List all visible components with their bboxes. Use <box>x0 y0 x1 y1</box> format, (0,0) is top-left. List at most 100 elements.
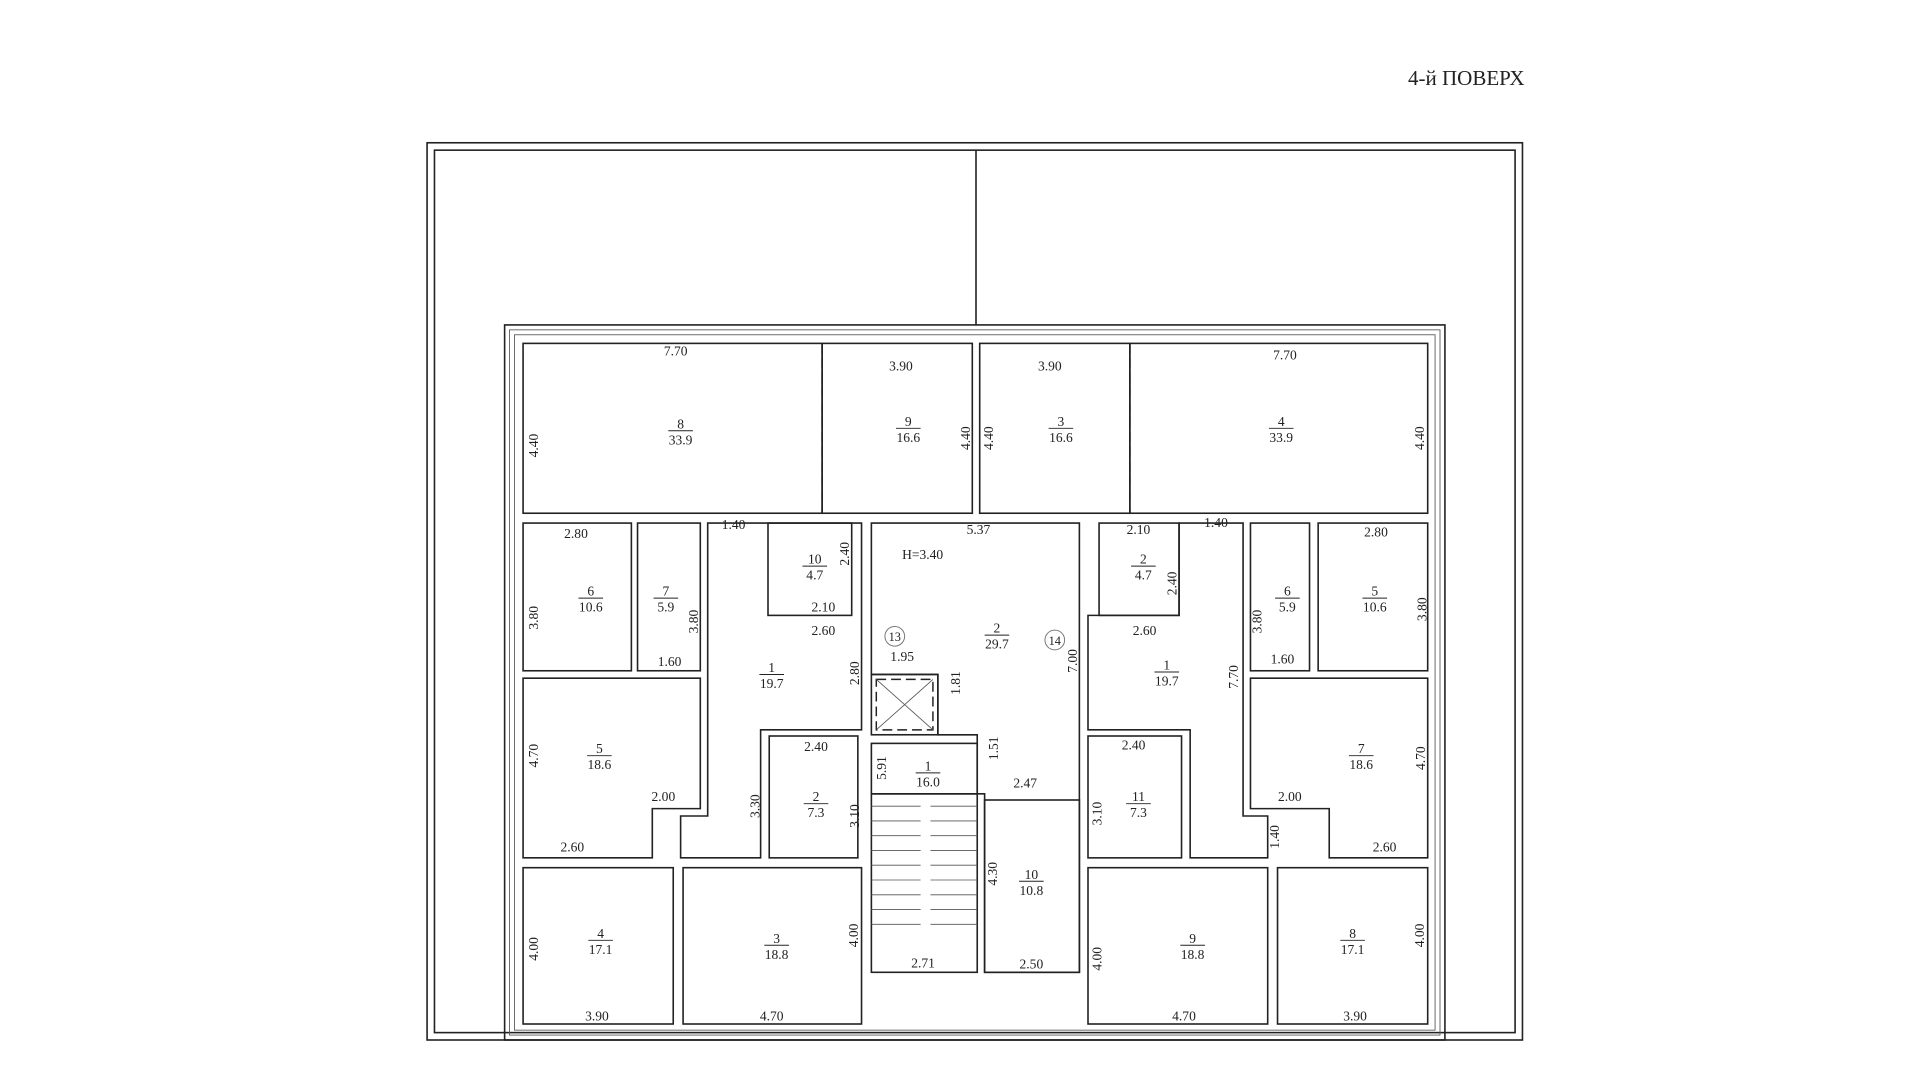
room-area: 19.7 <box>760 676 784 691</box>
dimension-label: 5.37 <box>967 522 991 537</box>
dimension-label: 1.60 <box>1271 651 1295 666</box>
dimension-label: 2.40 <box>1165 571 1180 595</box>
room-area: 5.9 <box>657 600 674 615</box>
dimension-label: 1.95 <box>890 649 914 664</box>
dimension-label: 2.40 <box>1122 738 1146 753</box>
dimension-label: 2.60 <box>812 623 836 638</box>
room-number: 3 <box>773 931 780 946</box>
dimension-label: 2.60 <box>1133 623 1157 638</box>
building-outline <box>503 324 1446 1041</box>
dimension-label: 4.70 <box>526 744 541 768</box>
dimension-label: 7.70 <box>664 344 688 359</box>
dimension-label: 2.80 <box>564 526 588 541</box>
room-number: 9 <box>1189 931 1196 946</box>
dimension-label: 2.80 <box>847 661 862 685</box>
room-area: 10.6 <box>1363 600 1387 615</box>
dimension-label: 4.40 <box>958 426 973 450</box>
dimension-label: 4.70 <box>1172 1008 1196 1023</box>
room-number: 1 <box>768 660 775 675</box>
dimension-label: 2.40 <box>837 542 852 566</box>
ceiling-height-label: H=3.40 <box>902 547 943 562</box>
dimension-label: 3.10 <box>847 804 862 828</box>
room-area: 18.8 <box>1181 947 1205 962</box>
dimension-label: 4.30 <box>985 862 1000 886</box>
dimension-label: 2.60 <box>1373 840 1397 855</box>
axis-marker-circle <box>884 625 906 647</box>
room-number: 3 <box>1058 414 1065 429</box>
room-number: 6 <box>587 584 594 599</box>
dimension-label: 7.70 <box>1273 347 1297 362</box>
dimension-label: 1.51 <box>986 736 1001 760</box>
dimension-label: 1.40 <box>1267 825 1282 849</box>
dimension-label: 3.80 <box>526 606 541 630</box>
dimension-label: 1.60 <box>658 654 682 669</box>
dimension-label: 3.90 <box>1343 1008 1367 1023</box>
dimension-label: 4.40 <box>981 426 996 450</box>
room-number: 9 <box>905 414 912 429</box>
dimension-label: 4.00 <box>1412 923 1427 947</box>
room-walls <box>522 342 1429 1025</box>
dimension-label: 4.00 <box>846 923 861 947</box>
room-number: 11 <box>1132 789 1145 804</box>
room-area: 29.7 <box>985 637 1009 652</box>
room-number: 6 <box>1284 584 1291 599</box>
room-number: 1 <box>1163 658 1170 673</box>
room-area: 33.9 <box>1269 430 1293 445</box>
dimension-label: 2.80 <box>1364 525 1388 540</box>
dimension-label: 1.40 <box>722 517 746 532</box>
dimension-label: 3.30 <box>747 794 762 818</box>
room-area: 10.6 <box>579 600 603 615</box>
room-number: 2 <box>994 621 1001 636</box>
floor-title: 4-й ПОВЕРХ <box>1408 66 1525 90</box>
room-number: 4 <box>1278 414 1285 429</box>
dimension-label: 3.80 <box>1414 597 1429 621</box>
room-area: 16.0 <box>916 774 940 789</box>
room-area: 5.9 <box>1279 600 1296 615</box>
room-number: 10 <box>808 552 822 567</box>
room-area: 18.8 <box>765 947 789 962</box>
room-number: 2 <box>813 789 820 804</box>
dimension-label: 3.90 <box>585 1008 609 1023</box>
dimension-label: 2.50 <box>1020 957 1044 972</box>
room-number: 8 <box>1349 926 1356 941</box>
axis-marker-label: 13 <box>889 630 901 644</box>
room-number: 4 <box>597 926 604 941</box>
dimension-label: 1.40 <box>1204 515 1228 530</box>
room-number: 7 <box>662 584 669 599</box>
room-area: 33.9 <box>669 432 693 447</box>
dimension-label: 2.40 <box>804 739 828 754</box>
room-area: 16.6 <box>896 430 920 445</box>
room-area: 18.6 <box>1349 757 1373 772</box>
room-number: 8 <box>677 416 684 431</box>
axis-marker-circle <box>1044 629 1066 651</box>
dimension-label: 4.70 <box>1413 746 1428 770</box>
dimension-label: 4.40 <box>526 433 541 457</box>
dimension-label: 3.80 <box>1250 609 1265 633</box>
dimension-label: 2.60 <box>560 840 584 855</box>
room-area: 4.7 <box>1135 568 1152 583</box>
room-area: 17.1 <box>589 942 613 957</box>
dimension-label: 3.10 <box>1090 801 1105 825</box>
room-number: 5 <box>596 741 603 756</box>
axis-marker-label: 14 <box>1049 634 1061 648</box>
dimension-label: 1.81 <box>948 671 963 695</box>
dimension-label: 2.47 <box>1013 776 1037 791</box>
room-area: 17.1 <box>1341 942 1365 957</box>
dimension-label: 2.00 <box>1278 789 1302 804</box>
dimension-label: 4.00 <box>526 937 541 961</box>
room-area: 7.3 <box>808 805 825 820</box>
room-number: 5 <box>1371 584 1378 599</box>
room-number: 2 <box>1140 552 1147 567</box>
dimension-label: 7.00 <box>1065 649 1080 673</box>
room-number: 7 <box>1358 741 1365 756</box>
dimension-label: 4.40 <box>1412 426 1427 450</box>
dimension-label: 2.10 <box>812 600 836 615</box>
room-area: 16.6 <box>1049 430 1073 445</box>
dimension-label: 3.90 <box>1038 358 1062 373</box>
room-number: 10 <box>1025 867 1039 882</box>
dimension-label: 7.70 <box>1226 665 1241 689</box>
dimension-label: 5.91 <box>874 756 889 780</box>
room-number: 1 <box>925 758 932 773</box>
dimension-label: 2.00 <box>652 789 676 804</box>
